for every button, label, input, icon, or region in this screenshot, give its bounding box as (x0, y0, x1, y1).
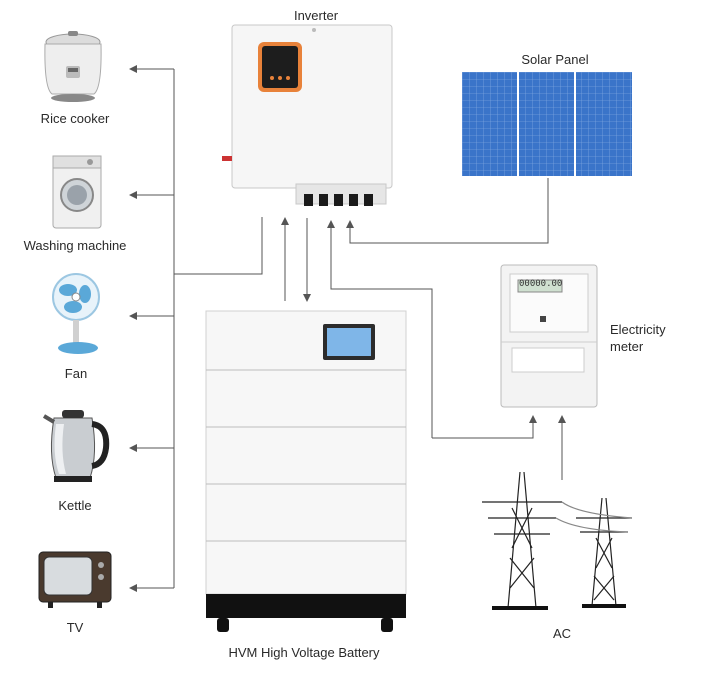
solar-panel-label: Solar Panel (521, 52, 589, 67)
electricity-meter-icon (500, 264, 598, 408)
inverter-icon (222, 24, 393, 206)
rice-cooker-label: Rice cooker (40, 111, 110, 126)
kettle-icon (42, 410, 110, 482)
fan-label: Fan (64, 366, 88, 381)
inverter-to-bus-line (174, 217, 263, 275)
tv-icon (38, 551, 112, 608)
tv-label: TV (66, 620, 84, 635)
electricity-meter-label-line1: Electricity (610, 322, 666, 337)
battery-icon (205, 310, 407, 632)
kettle-label: Kettle (58, 498, 92, 513)
solar-to-inverter-line (346, 178, 549, 244)
washing-machine-label: Washing machine (23, 238, 127, 253)
electricity-meter-label-line2: meter (610, 339, 644, 354)
fan-icon (52, 273, 100, 354)
meter-display-reading: 00000.00 (519, 279, 563, 289)
transmission-tower-icon (482, 471, 633, 610)
washing-machine-icon (52, 155, 102, 229)
rice-cooker-icon (44, 31, 102, 102)
feed-to-meter-line (432, 415, 537, 439)
battery-label: HVM High Voltage Battery (228, 645, 380, 660)
solar-panel-icon (462, 72, 632, 176)
meter-to-inverter-line (327, 220, 433, 438)
ac-grid-label: AC (552, 626, 572, 641)
inverter-label: Inverter (293, 8, 339, 23)
